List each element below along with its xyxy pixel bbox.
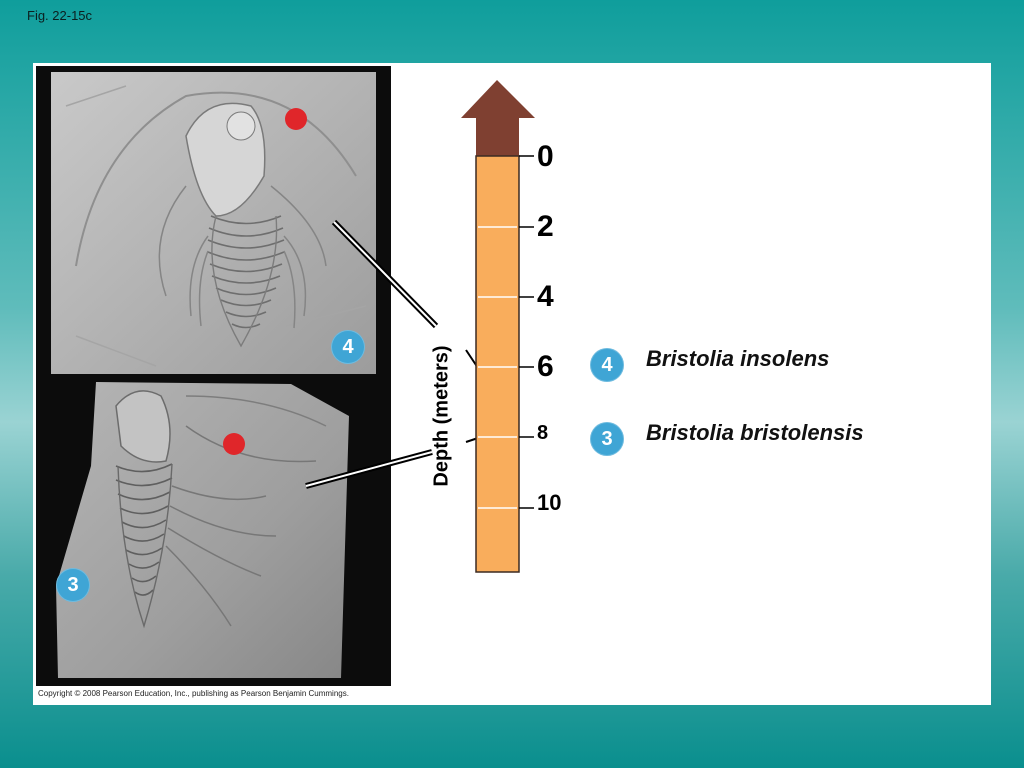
marker-dot-lower xyxy=(223,433,245,455)
tick-label-8: 8 xyxy=(537,422,549,444)
photo-badge-lower: 3 xyxy=(56,568,90,602)
legend-badge-4: 4 xyxy=(590,348,624,382)
depth-axis-label-text: Depth (meters) xyxy=(430,345,453,487)
scale-ticks xyxy=(519,155,534,509)
fossil-upper-photo xyxy=(51,72,376,374)
connector-upper xyxy=(331,219,479,369)
tick-label-6: 6 xyxy=(537,350,554,383)
tick-label-2: 2 xyxy=(537,210,554,243)
fossil-lower-photo xyxy=(56,382,349,678)
tick-label-0: 0 xyxy=(537,140,554,173)
legend-badge-3: 3 xyxy=(590,422,624,456)
species-label-bristolensis: Bristolia bristolensis xyxy=(646,420,864,445)
fossil-photos xyxy=(51,72,376,678)
marker-dot-upper xyxy=(285,108,307,130)
figure-label: Fig. 22-15c xyxy=(27,8,93,23)
up-arrow xyxy=(461,80,535,156)
copyright-notice: Copyright © 2008 Pearson Education, Inc.… xyxy=(38,689,349,698)
species-label-insolens: Bristolia insolens xyxy=(646,346,830,371)
tick-label-4: 4 xyxy=(537,280,554,313)
column-ticks xyxy=(478,226,517,509)
tick-label-10: 10 xyxy=(537,490,562,515)
photo-badge-upper: 4 xyxy=(331,330,365,364)
depth-column xyxy=(475,155,520,573)
